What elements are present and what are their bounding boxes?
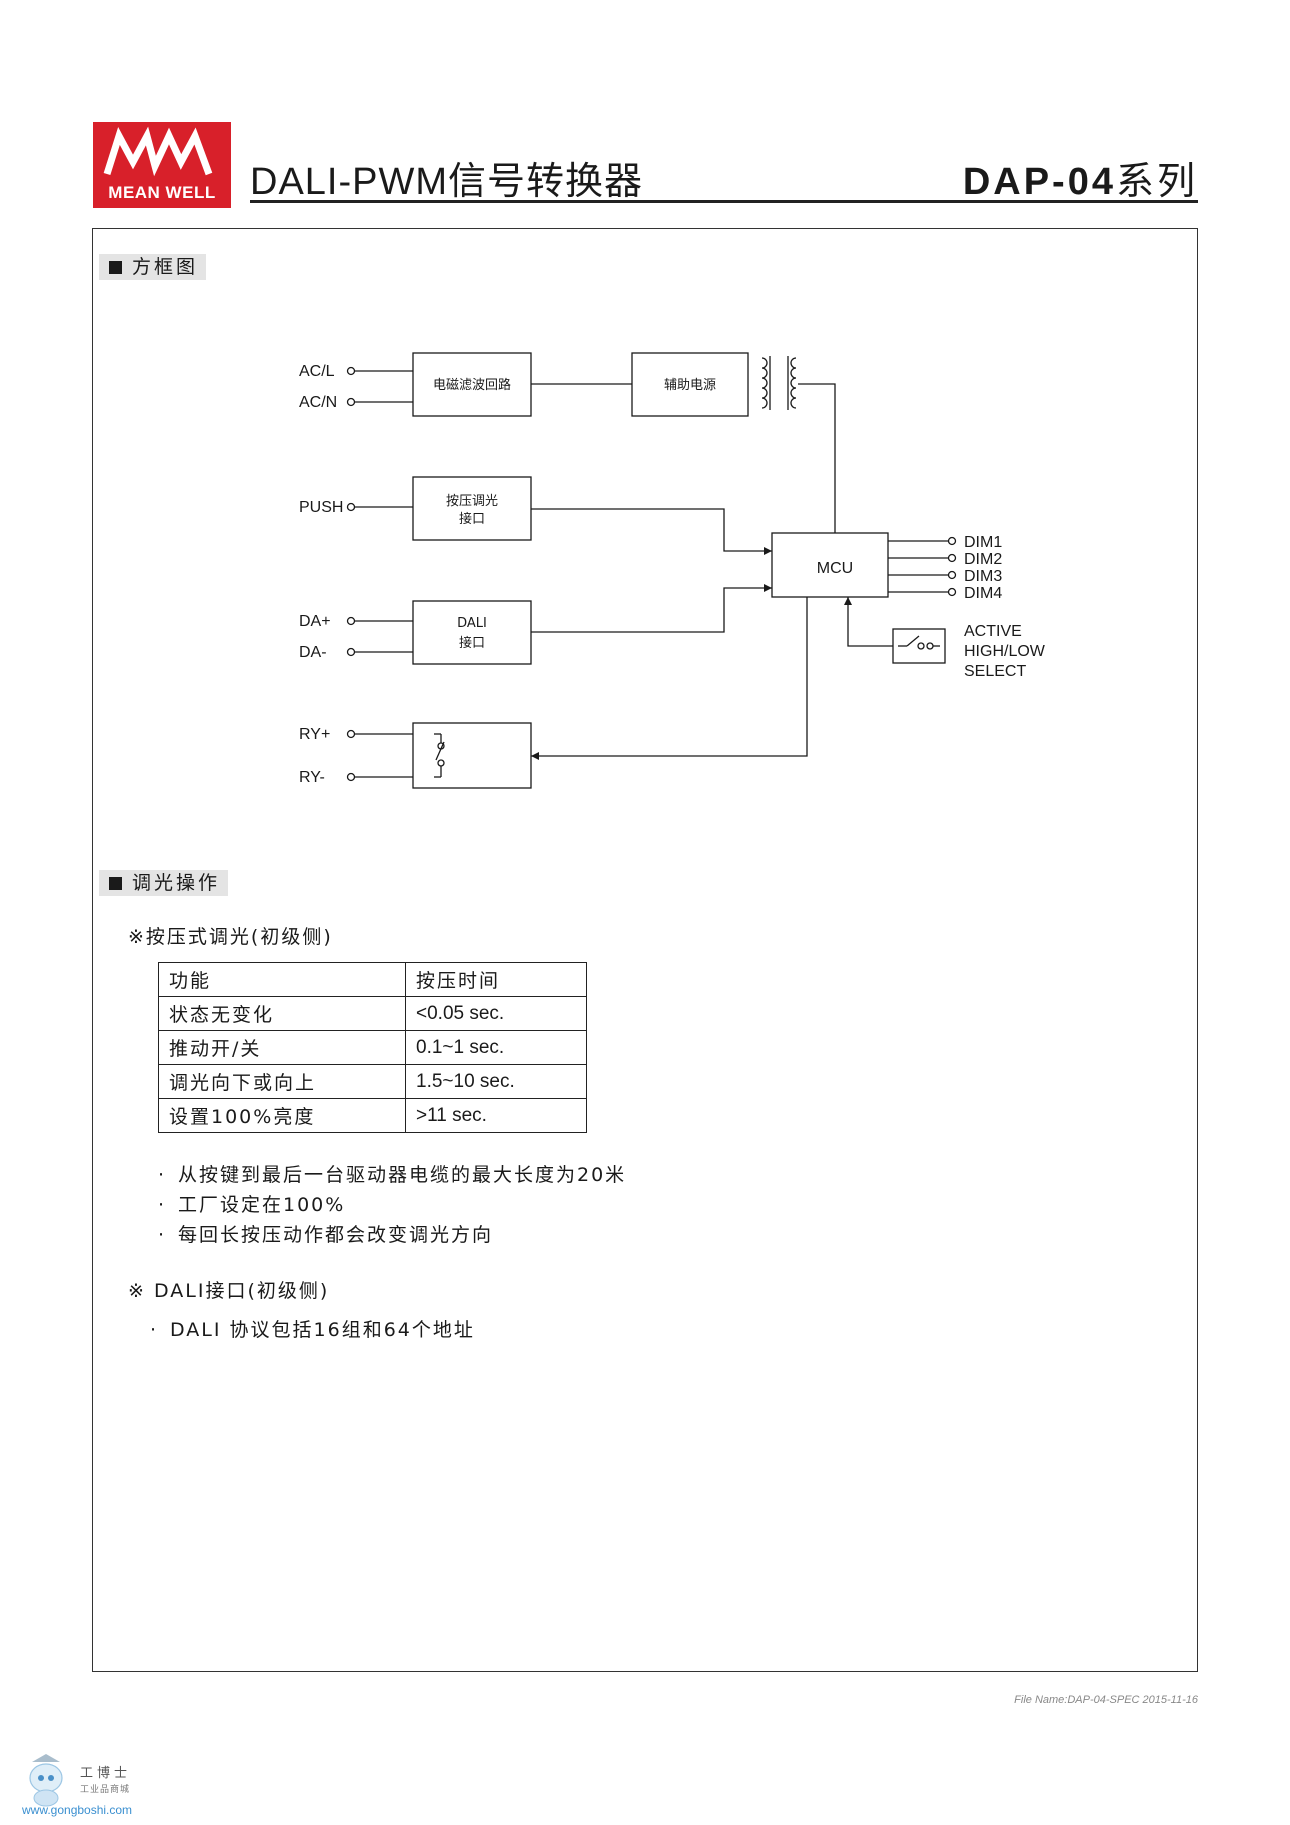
mcu-label: MCU	[817, 560, 853, 577]
content-frame	[92, 228, 1198, 1672]
section-dimming: 调光操作	[99, 870, 229, 896]
push-time-table: 功能 按压时间 状态无变化 <0.05 sec. 推动开/关 0.1~1 sec…	[158, 962, 587, 1133]
relay-contact-icon	[434, 733, 445, 778]
header-rule	[250, 200, 1198, 203]
square-bullet-icon	[109, 877, 122, 890]
emi-filter-label: 电磁滤波回路	[433, 377, 511, 393]
table-header: 功能	[158, 962, 406, 997]
table-cell: 状态无变化	[158, 996, 406, 1031]
push-dimming-heading: ※按压式调光(初级侧)	[128, 926, 333, 948]
push-interface-label-1: 按压调光	[446, 494, 498, 509]
dim-output-wires	[888, 536, 957, 597]
table-row: 设置100%亮度 >11 sec.	[158, 1098, 587, 1133]
label-da-minus: DA-	[299, 644, 327, 661]
table-cell: 设置100%亮度	[158, 1098, 406, 1133]
series-code: DAP-04	[962, 161, 1116, 203]
label-push: PUSH	[299, 499, 343, 516]
label-high-low: HIGH/LOW	[964, 643, 1046, 660]
section-title: 方框图	[132, 256, 199, 278]
dali-interface-heading: ※ DALI接口(初级侧)	[128, 1280, 330, 1302]
mw-logo-mark	[103, 126, 213, 177]
label-select: SELECT	[964, 663, 1026, 680]
table-header: 按压时间	[405, 962, 587, 997]
watermark-brand: 工博士	[80, 1766, 132, 1781]
robot-mascot-icon	[29, 1754, 63, 1807]
list-item: ·从按键到最后一台驱动器电缆的最大长度为20米	[158, 1164, 627, 1186]
block-diagram: AC/L AC/N PUSH DA+ DA- RY+ RY- 电磁滤波回路 辅助…	[299, 352, 1046, 789]
transformer-icon	[761, 356, 797, 410]
label-dim3: DIM3	[964, 568, 1002, 585]
aux-power-label: 辅助电源	[664, 378, 716, 393]
section-block-diagram: 方框图	[99, 254, 207, 280]
label-ry-plus: RY+	[299, 726, 330, 743]
dali-interface-label-1: DALI	[457, 616, 487, 631]
table-cell: <0.05 sec.	[405, 996, 587, 1031]
table-row: 状态无变化 <0.05 sec.	[158, 996, 587, 1031]
label-ry-minus: RY-	[299, 769, 325, 786]
table-header-row: 功能 按压时间	[158, 962, 587, 997]
square-bullet-icon	[109, 261, 122, 274]
label-dim4: DIM4	[964, 585, 1002, 602]
watermark-tagline: 工业品商城	[80, 1785, 131, 1795]
relay-block	[412, 722, 532, 789]
aux-power-block	[631, 352, 749, 417]
table-cell: 1.5~10 sec.	[405, 1064, 587, 1099]
table-cell: 调光向下或向上	[158, 1064, 406, 1099]
mcu-block	[771, 532, 889, 598]
label-ac-n: AC/N	[299, 394, 337, 411]
list-item: ·DALI 协议包括16组和64个地址	[150, 1319, 475, 1341]
series-suffix: 系列	[1115, 161, 1198, 203]
label-dim1: DIM1	[964, 534, 1002, 551]
label-da-plus: DA+	[299, 613, 331, 630]
section-title: 调光操作	[132, 872, 221, 894]
file-name-footer: File Name:DAP-04-SPEC 2015-11-16	[1014, 1694, 1198, 1706]
list-item: ·每回长按压动作都会改变调光方向	[158, 1224, 494, 1246]
push-interface-label-2: 接口	[459, 511, 485, 527]
label-active: ACTIVE	[964, 623, 1022, 640]
logo-text: MEAN WELL	[108, 183, 216, 202]
push-dimming-notes: ·从按键到最后一台驱动器电缆的最大长度为20米 ·工厂设定在100% ·每回长按…	[158, 1160, 626, 1250]
series-title: DAP-04系列	[963, 150, 1198, 205]
emi-filter-block	[412, 352, 532, 417]
list-item: ·工厂设定在100%	[158, 1194, 346, 1216]
dali-interface-label-2: 接口	[459, 635, 485, 651]
watermark-site: www.gongboshi.com	[22, 1803, 133, 1817]
table-row: 推动开/关 0.1~1 sec.	[158, 1030, 587, 1065]
label-dim2: DIM2	[964, 551, 1002, 568]
dali-interface-notes: ·DALI 协议包括16组和64个地址	[150, 1315, 475, 1345]
table-row: 调光向下或向上 1.5~10 sec.	[158, 1064, 587, 1099]
label-ac-l: AC/L	[299, 363, 335, 380]
input-wires	[346, 366, 434, 782]
switch-icon	[898, 635, 940, 650]
table-cell: 0.1~1 sec.	[405, 1030, 587, 1065]
dali-interface-block	[412, 600, 532, 665]
document-title: DALI-PWM信号转换器	[250, 161, 644, 203]
mean-well-logo: MEAN WELL	[93, 122, 231, 208]
table-cell: 推动开/关	[158, 1030, 406, 1065]
table-cell: >11 sec.	[405, 1098, 587, 1133]
